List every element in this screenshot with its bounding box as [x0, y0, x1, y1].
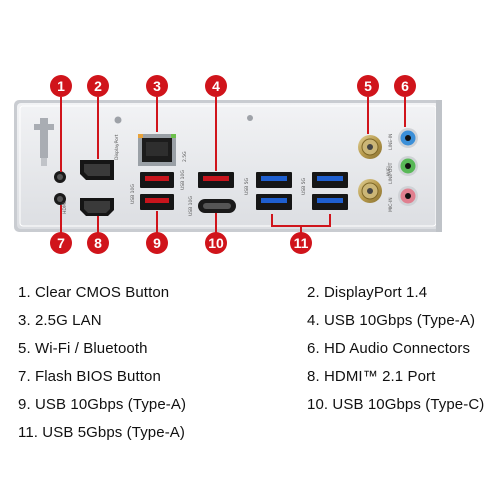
callout-number: 1: [57, 78, 65, 94]
audio-jack-line-out: [398, 156, 418, 176]
legend-item: 8. HDMI™ 2.1 Port: [307, 368, 436, 385]
hdmi-port: HDMI: [62, 198, 114, 216]
screw-hole: [114, 116, 122, 124]
usb-5g-label: USB 5G: [244, 177, 250, 195]
usb-10g-typea-lower: [140, 194, 174, 210]
callout-number: 5: [364, 78, 372, 94]
antenna-connector: [358, 135, 382, 159]
dp-label: DisplayPort: [114, 134, 120, 160]
usb-10g-label-right: USB 10G: [180, 170, 186, 190]
callout-number: 10: [208, 235, 224, 251]
callout-number: 6: [401, 78, 409, 94]
usb-10g-typea-upper: [140, 172, 174, 188]
callout-11: 11: [290, 232, 312, 254]
callout-6: 6: [394, 75, 416, 97]
lan-port: 2.5G: [138, 134, 188, 166]
usb-5g-port: [312, 194, 348, 210]
wifi-antenna-connectors: WIFI: [358, 135, 392, 203]
audio-label-mic: MIC-IN: [388, 197, 394, 212]
audio-jacks: LINE-IN LINE-OUT MIC-IN: [388, 128, 418, 212]
hdmi-label: HDMI: [62, 202, 68, 214]
legend-item: 11. USB 5Gbps (Type-A): [18, 424, 185, 441]
callout-number: 2: [94, 78, 102, 94]
audio-jack-line-in: [398, 128, 418, 148]
flash-bios-button[interactable]: [54, 193, 66, 205]
usb-c-label: USB 10G: [188, 196, 194, 216]
antenna-connector: [358, 179, 382, 203]
gaming-logo: [34, 118, 54, 166]
callout-9: 9: [146, 232, 168, 254]
callout-number: 4: [212, 78, 220, 94]
wifi-label: WIFI: [386, 166, 392, 176]
usb-10g-typea-port: [198, 172, 234, 188]
legend-item: 10. USB 10Gbps (Type-C): [307, 396, 485, 413]
callout-number: 7: [57, 235, 65, 251]
audio-label-out: LINE-OUT: [388, 162, 394, 184]
clear-cmos-button[interactable]: [54, 171, 66, 183]
lan-speed-label: 2.5G: [182, 151, 188, 162]
usb-5g-label: USB 5G: [301, 177, 307, 195]
callout-4: 4: [205, 75, 227, 97]
audio-jack-mic-in: [398, 186, 418, 206]
legend-item: 3. 2.5G LAN: [18, 312, 102, 329]
callout-3: 3: [146, 75, 168, 97]
callout-7: 7: [50, 232, 72, 254]
usb-5g-ports: USB 5G USB 5G: [244, 172, 348, 210]
legend-item: 7. Flash BIOS Button: [18, 368, 161, 385]
legend-item: 1. Clear CMOS Button: [18, 284, 170, 301]
callout-10: 10: [205, 232, 227, 254]
callout-number: 9: [153, 235, 161, 251]
displayport-port: DisplayPort: [80, 134, 120, 180]
audio-label-in: LINE-IN: [388, 134, 394, 150]
legend-item: 2. DisplayPort 1.4: [307, 284, 428, 301]
screw-hole: [247, 115, 253, 121]
callout-1: 1: [50, 75, 72, 97]
usb-5g-port: [256, 194, 292, 210]
usb-5g-port: [312, 172, 348, 188]
usb-5g-port: [256, 172, 292, 188]
legend-item: 6. HD Audio Connectors: [307, 340, 471, 357]
usb-10g-label-left: USB 10G: [130, 184, 136, 204]
callout-number: 8: [94, 235, 102, 251]
leader-lines: [60, 97, 406, 233]
callout-number: 11: [294, 235, 309, 251]
legend-item: 4. USB 10Gbps (Type-A): [307, 312, 476, 329]
callout-2: 2: [87, 75, 109, 97]
legend-item: 9. USB 10Gbps (Type-A): [18, 396, 187, 413]
callout-number: 3: [153, 78, 161, 94]
usb-typec-port: USB 10G: [188, 196, 236, 216]
callout-8: 8: [87, 232, 109, 254]
legend-item: 5. Wi-Fi / Bluetooth: [18, 340, 148, 357]
callout-5: 5: [357, 75, 379, 97]
